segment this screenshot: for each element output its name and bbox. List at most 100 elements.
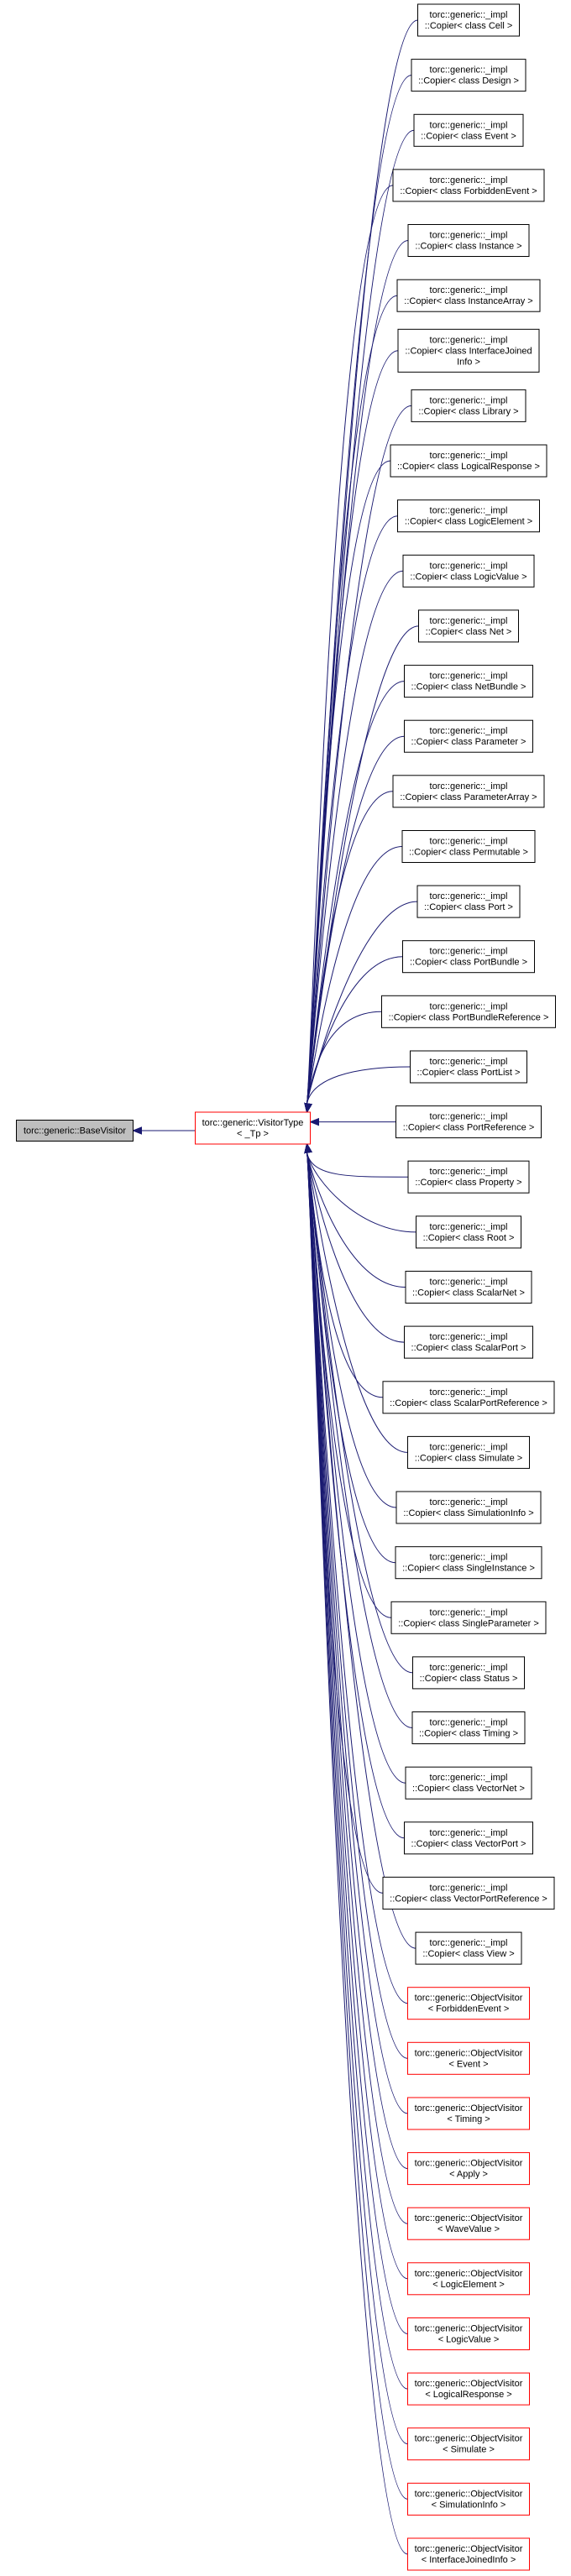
derived-class-node-box bbox=[418, 609, 519, 643]
derived-class-node-label-line: torc::generic::_impl bbox=[430, 891, 508, 901]
derived-class-node[interactable]: torc::generic::_impl::Copier< class Sing… bbox=[395, 1546, 542, 1580]
derived-class-node-box bbox=[402, 554, 535, 588]
derived-class-node[interactable]: torc::generic::_impl::Copier< class View… bbox=[415, 1931, 522, 1965]
derived-class-node-box bbox=[407, 1435, 530, 1469]
derived-class-node-box bbox=[407, 2427, 530, 2461]
derived-class-node[interactable]: torc::generic::ObjectVisitor< WaveValue … bbox=[407, 2207, 530, 2240]
derived-class-node-label-line: torc::generic::_impl bbox=[430, 1828, 508, 1838]
derived-class-node-box bbox=[415, 1931, 522, 1965]
derived-class-node-label-line: torc::generic::_impl bbox=[430, 1553, 508, 1563]
derived-class-node-label-line: torc::generic::ObjectVisitor bbox=[415, 2103, 523, 2114]
derived-class-node[interactable]: torc::generic::_impl::Copier< class Simu… bbox=[396, 1491, 542, 1524]
inheritance-edge bbox=[306, 1152, 408, 2555]
visitor-type-node-box bbox=[195, 1111, 311, 1145]
derived-class-node[interactable]: torc::generic::_impl::Copier< class Port… bbox=[402, 940, 535, 974]
derived-class-node-box bbox=[382, 1876, 555, 1910]
inheritance-edge bbox=[306, 185, 394, 1105]
inheritance-edge bbox=[306, 1152, 408, 1453]
derived-class-node-box bbox=[411, 389, 526, 422]
derived-class-node[interactable]: torc::generic::_impl::Copier< class Logi… bbox=[390, 444, 547, 478]
derived-class-node-label-line: torc::generic::_impl bbox=[430, 10, 508, 20]
derived-class-node[interactable]: torc::generic::_impl::Copier< class Net … bbox=[418, 609, 519, 643]
derived-class-node-label-line: torc::generic::_impl bbox=[430, 120, 508, 130]
derived-class-node-label-line: < WaveValue > bbox=[437, 2224, 500, 2234]
derived-class-node-label-line: torc::generic::ObjectVisitor bbox=[415, 2048, 523, 2058]
derived-class-node[interactable]: torc::generic::_impl::Copier< class Port… bbox=[416, 885, 521, 918]
derived-class-node-box bbox=[417, 3, 520, 37]
derived-class-node-label-line: torc::generic::_impl bbox=[430, 335, 508, 345]
derived-class-node[interactable]: torc::generic::ObjectVisitor< Apply > bbox=[407, 2152, 530, 2186]
derived-class-node[interactable]: torc::generic::_impl::Copier< class Inst… bbox=[396, 279, 541, 312]
inheritance-edge bbox=[306, 791, 394, 1105]
base-visitor-node[interactable]: torc::generic::BaseVisitor bbox=[16, 1120, 134, 1142]
derived-class-node[interactable]: torc::generic::_impl::Copier< class Desi… bbox=[411, 59, 526, 92]
derived-class-node[interactable]: torc::generic::_impl::Copier< class Port… bbox=[381, 995, 556, 1028]
derived-class-node[interactable]: torc::generic::_impl::Copier< class Scal… bbox=[405, 1271, 532, 1304]
derived-class-node[interactable]: torc::generic::_impl::Copier< class Scal… bbox=[382, 1381, 555, 1414]
derived-class-node[interactable]: torc::generic::_impl::Copier< class Sing… bbox=[390, 1601, 547, 1634]
derived-class-node-box bbox=[407, 2482, 530, 2516]
derived-class-node[interactable]: torc::generic::_impl::Copier< class Prop… bbox=[407, 1160, 530, 1194]
derived-class-node-box bbox=[407, 2152, 530, 2186]
derived-class-node-label-line: torc::generic::_impl bbox=[430, 1387, 508, 1398]
derived-class-node-label-line: ::Copier< class Status > bbox=[420, 1674, 518, 1684]
derived-class-node-label-line: torc::generic::ObjectVisitor bbox=[415, 2159, 523, 2169]
inheritance-edge bbox=[306, 956, 403, 1105]
visitor-type-node[interactable]: torc::generic::VisitorType< _Tp > bbox=[195, 1111, 311, 1145]
derived-class-node[interactable]: torc::generic::ObjectVisitor< LogicValue… bbox=[407, 2317, 530, 2350]
derived-class-node[interactable]: torc::generic::_impl::Copier< class Scal… bbox=[404, 1325, 533, 1359]
derived-class-node[interactable]: torc::generic::_impl::Copier< class Vect… bbox=[382, 1876, 555, 1910]
derived-class-node-label-line: < Event > bbox=[448, 2059, 488, 2069]
derived-class-node[interactable]: torc::generic::_impl::Copier< class Root… bbox=[416, 1215, 521, 1249]
derived-class-node[interactable]: torc::generic::_impl::Copier< class Port… bbox=[410, 1050, 527, 1084]
derived-class-node-box bbox=[407, 224, 530, 257]
derived-class-node-label-line: torc::generic::_impl bbox=[430, 175, 508, 185]
derived-class-node-label-line: torc::generic::_impl bbox=[430, 561, 508, 571]
derived-class-node[interactable]: torc::generic::_impl::Copier< class Perm… bbox=[401, 830, 536, 863]
derived-class-node[interactable]: torc::generic::_impl::Copier< class Cell… bbox=[417, 3, 520, 37]
derived-class-node[interactable]: torc::generic::ObjectVisitor< Simulation… bbox=[407, 2482, 530, 2516]
derived-class-node-label-line: ::Copier< class LogicElement > bbox=[405, 517, 532, 527]
derived-class-node[interactable]: torc::generic::_impl::Copier< class Logi… bbox=[402, 554, 535, 588]
derived-class-node-label-line: torc::generic::_impl bbox=[430, 451, 508, 461]
derived-class-node[interactable]: torc::generic::_impl::Copier< class Stat… bbox=[412, 1656, 525, 1690]
derived-class-node-label-line: torc::generic::_impl bbox=[430, 1883, 508, 1893]
derived-class-node[interactable]: torc::generic::_impl::Copier< class Vect… bbox=[404, 1821, 533, 1855]
derived-class-node-label-line: ::Copier< class Permutable > bbox=[409, 848, 528, 858]
derived-class-node[interactable]: torc::generic::ObjectVisitor< LogicEleme… bbox=[407, 2262, 530, 2296]
derived-class-node-box bbox=[396, 1491, 542, 1524]
base-visitor-node-label-line: torc::generic::BaseVisitor bbox=[24, 1126, 126, 1136]
derived-class-node[interactable]: torc::generic::_impl::Copier< class Para… bbox=[404, 719, 533, 753]
derived-class-node[interactable]: torc::generic::ObjectVisitor< Timing > bbox=[407, 2097, 530, 2130]
derived-class-node[interactable]: torc::generic::_impl::Copier< class Para… bbox=[392, 775, 545, 808]
derived-class-node[interactable]: torc::generic::_impl::Copier< class Even… bbox=[413, 113, 524, 147]
derived-class-node-box bbox=[396, 279, 541, 312]
derived-class-node[interactable]: torc::generic::ObjectVisitor< LogicalRes… bbox=[407, 2372, 530, 2406]
derived-class-node[interactable]: torc::generic::ObjectVisitor< ForbiddenE… bbox=[407, 1987, 530, 2020]
derived-class-node-box bbox=[402, 940, 535, 974]
derived-class-node-box bbox=[411, 59, 526, 92]
diagram-edges bbox=[132, 19, 419, 2555]
derived-class-node[interactable]: torc::generic::ObjectVisitor< InterfaceJ… bbox=[407, 2537, 530, 2571]
derived-class-node-box bbox=[407, 2372, 530, 2406]
derived-class-node[interactable]: torc::generic::_impl::Copier< class Libr… bbox=[411, 389, 526, 422]
derived-class-node[interactable]: torc::generic::_impl::Copier< class Logi… bbox=[397, 499, 540, 533]
derived-class-node-label-line: ::Copier< class Parameter > bbox=[411, 737, 526, 747]
derived-class-node-label-line: torc::generic::ObjectVisitor bbox=[415, 2379, 523, 2389]
derived-class-node-label-line: torc::generic::_impl bbox=[430, 947, 508, 957]
derived-class-node[interactable]: torc::generic::_impl::Copier< class Inte… bbox=[397, 328, 540, 373]
derived-class-node[interactable]: torc::generic::_impl::Copier< class Simu… bbox=[407, 1435, 530, 1469]
derived-class-node-box bbox=[416, 1215, 521, 1249]
derived-class-node[interactable]: torc::generic::ObjectVisitor< Simulate > bbox=[407, 2427, 530, 2461]
derived-class-node[interactable]: torc::generic::_impl::Copier< class Port… bbox=[396, 1105, 542, 1139]
derived-class-node-label-line: torc::generic::ObjectVisitor bbox=[415, 2213, 523, 2223]
derived-class-node-box bbox=[397, 328, 540, 373]
derived-class-node-label-line: ::Copier< class InterfaceJoined bbox=[405, 346, 532, 356]
derived-class-node[interactable]: torc::generic::ObjectVisitor< Event > bbox=[407, 2041, 530, 2075]
derived-class-node-label-line: torc::generic::_impl bbox=[430, 671, 508, 682]
derived-class-node[interactable]: torc::generic::_impl::Copier< class Vect… bbox=[405, 1766, 532, 1800]
derived-class-node[interactable]: torc::generic::_impl::Copier< class Timi… bbox=[411, 1711, 526, 1744]
derived-class-node[interactable]: torc::generic::_impl::Copier< class NetB… bbox=[404, 665, 533, 698]
derived-class-node[interactable]: torc::generic::_impl::Copier< class Inst… bbox=[407, 224, 530, 257]
derived-class-node[interactable]: torc::generic::_impl::Copier< class Forb… bbox=[392, 169, 545, 202]
